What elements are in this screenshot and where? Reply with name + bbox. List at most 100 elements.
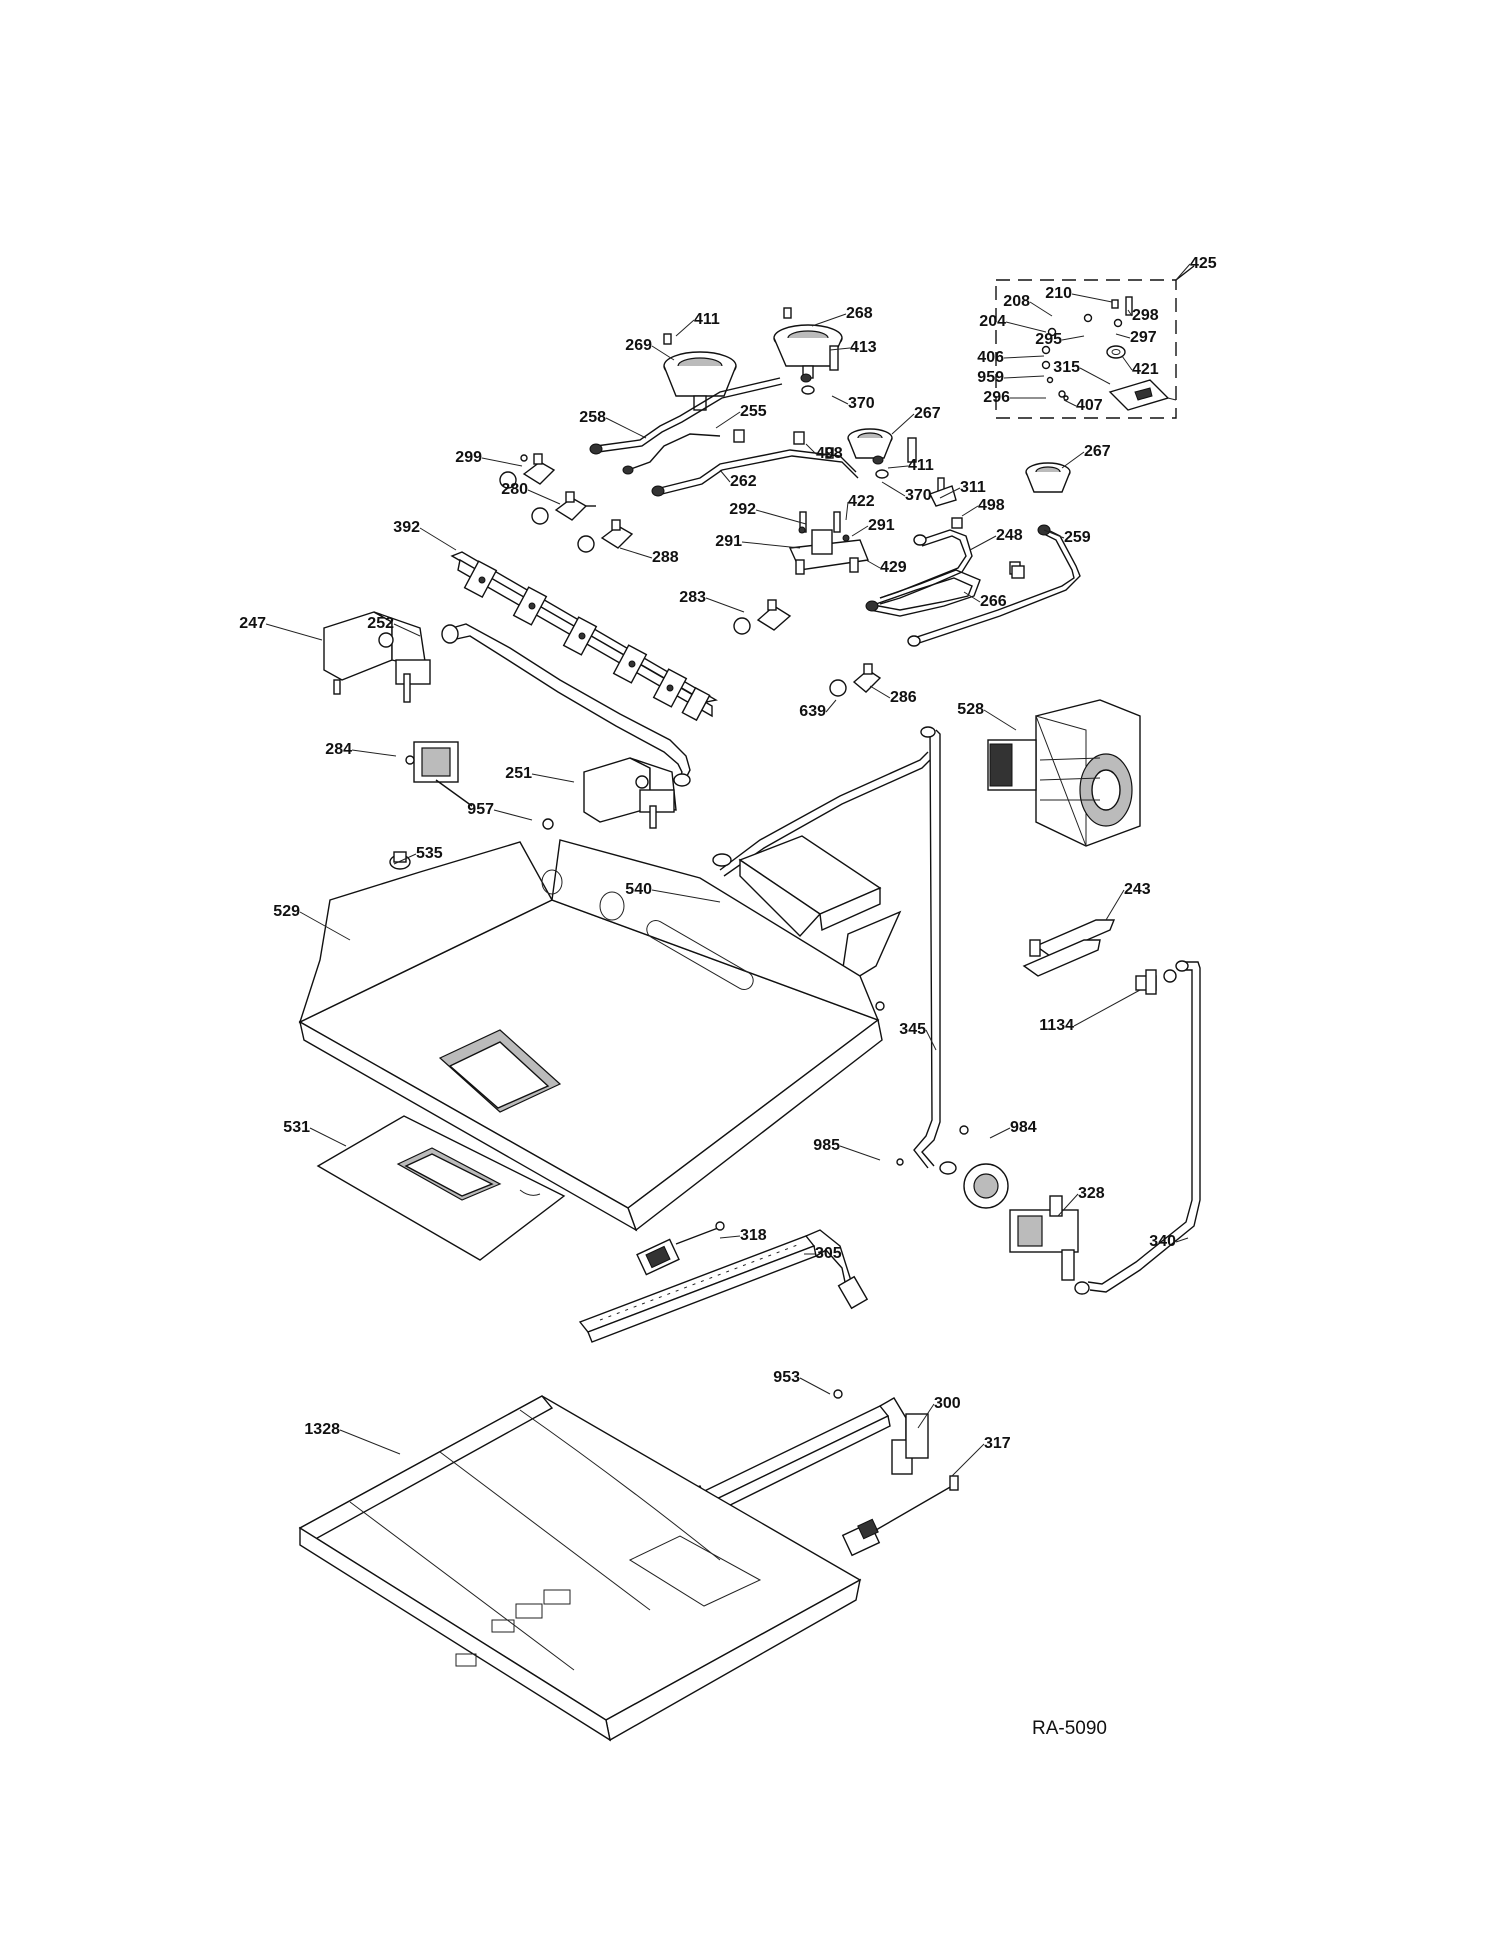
part-number-label: 266 — [980, 593, 1007, 610]
part-number-label: 345 — [899, 1021, 926, 1038]
leader-line — [1061, 451, 1085, 469]
burner-head-269 — [663, 351, 737, 411]
leader-line — [983, 709, 1017, 731]
part-number-label: 529 — [273, 903, 300, 920]
part-number-label: 1134 — [1039, 1017, 1074, 1034]
burner-head-268 — [773, 324, 843, 379]
part-number-label: 208 — [1003, 293, 1030, 310]
burner-head-267-right — [1025, 462, 1071, 493]
part-number-label: 411 — [908, 457, 934, 474]
leader-line — [1073, 989, 1141, 1027]
leader-line — [917, 1403, 935, 1429]
part-number-label: 210 — [1045, 285, 1072, 302]
leader-line — [989, 1127, 1011, 1139]
leader-line — [715, 411, 741, 429]
leader-line — [831, 395, 849, 405]
part-number-label: 269 — [625, 337, 652, 354]
part-number-label: 422 — [848, 493, 875, 510]
leader-line — [881, 481, 906, 497]
leader-line — [891, 413, 915, 435]
leader-line — [961, 505, 979, 517]
valve-assembly-center — [788, 511, 869, 575]
leader-line — [969, 535, 997, 551]
part-number-label: 317 — [984, 1435, 1011, 1452]
leader-line — [719, 1235, 741, 1239]
part-number-label: 957 — [467, 801, 494, 818]
part-number-label: 251 — [505, 765, 532, 782]
leader-line — [839, 1145, 881, 1161]
leader-line — [675, 319, 695, 337]
leader-line — [741, 541, 801, 549]
leader-line — [309, 1127, 347, 1147]
part-number-label: 298 — [1132, 307, 1159, 324]
leader-line — [1079, 367, 1111, 385]
leader-line — [811, 313, 847, 327]
part-number-label: 283 — [679, 589, 706, 606]
part-number-label: 252 — [367, 615, 394, 632]
pipe-340 — [1074, 960, 1201, 1295]
part-number-label: 425 — [1190, 255, 1217, 272]
part-number-label: 531 — [283, 1119, 310, 1136]
leader-line — [869, 685, 891, 699]
leader-line — [845, 501, 849, 521]
leader-line — [351, 749, 397, 757]
regulator-328 — [896, 1125, 1079, 1281]
leader-line — [527, 489, 561, 505]
leader-line — [1005, 321, 1047, 333]
valve-286 — [829, 663, 882, 697]
valve-299 — [499, 453, 556, 489]
part-number-label: 311 — [960, 479, 986, 496]
igniter-318 — [636, 1221, 725, 1276]
leader-line — [1061, 335, 1085, 341]
part-number-label: 248 — [996, 527, 1023, 544]
part-number-label: 340 — [1149, 1233, 1176, 1250]
leader-line — [865, 559, 881, 569]
part-number-label: 258 — [579, 409, 606, 426]
parts-kit-box — [995, 265, 1195, 419]
leader-line — [419, 527, 457, 551]
clip-535 — [389, 851, 411, 870]
part-number-label: 267 — [1084, 443, 1111, 460]
leader-line — [1003, 355, 1045, 359]
leader-line — [1043, 529, 1065, 539]
part-number-label: 421 — [1132, 361, 1159, 378]
part-number-label: 268 — [846, 305, 873, 322]
leader-line — [339, 1429, 401, 1455]
leader-line — [393, 623, 421, 637]
part-number-label: 985 — [813, 1137, 840, 1154]
valve-body-251 — [583, 757, 677, 829]
part-number-label: 411 — [694, 311, 720, 328]
part-number-label: 392 — [393, 519, 420, 536]
convection-fan-528 — [987, 699, 1141, 847]
leader-line — [1175, 1237, 1189, 1243]
part-number-label: 296 — [983, 389, 1010, 406]
part-number-label: 498 — [816, 445, 843, 462]
leader-line — [393, 853, 417, 865]
part-number-label: 318 — [740, 1227, 767, 1244]
document-code: RA-5090 — [1032, 1718, 1107, 1739]
leader-line — [825, 699, 837, 713]
part-number-label: 535 — [416, 845, 443, 862]
part-number-label: 299 — [455, 449, 482, 466]
part-number-label: 984 — [1010, 1119, 1037, 1136]
leader-line — [1115, 333, 1131, 339]
leader-line — [1127, 309, 1133, 317]
part-number-label: 255 — [740, 403, 767, 420]
burner-tube-305 — [578, 1229, 869, 1343]
part-number-label: 639 — [799, 703, 826, 720]
part-number-label: 267 — [914, 405, 941, 422]
part-number-label: 247 — [239, 615, 266, 632]
leader-line — [493, 809, 533, 821]
leader-line — [531, 773, 575, 783]
leader-line — [925, 1029, 937, 1051]
manifold-392 — [450, 551, 718, 722]
part-number-label: 1328 — [304, 1421, 340, 1438]
leader-line — [651, 889, 721, 903]
leader-line — [265, 623, 323, 641]
leader-line — [1071, 293, 1113, 303]
burner-tube-300 — [679, 1389, 929, 1519]
leader-line — [1175, 263, 1191, 281]
part-number-label: 295 — [1035, 331, 1062, 348]
